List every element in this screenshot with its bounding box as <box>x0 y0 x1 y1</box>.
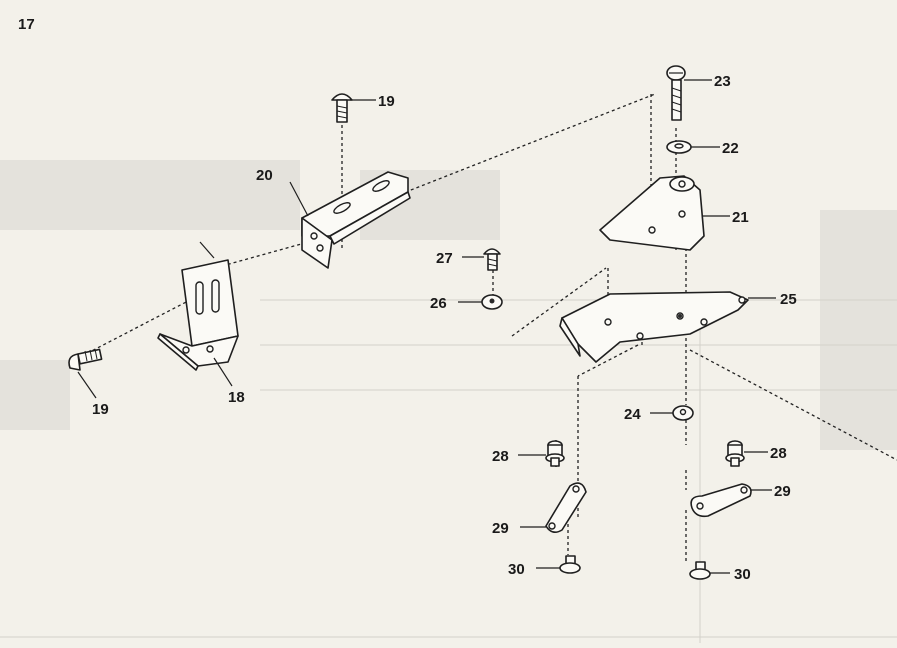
callout-29-left: 29 <box>492 520 509 537</box>
bracket-18 <box>157 259 239 371</box>
screw-27 <box>483 248 501 271</box>
page-number: 17 <box>18 16 35 33</box>
callout-29-right: 29 <box>774 483 791 500</box>
callout-18: 18 <box>228 389 245 406</box>
callout-25: 25 <box>780 291 797 308</box>
link-29-left <box>545 482 587 534</box>
plate-21 <box>599 175 705 251</box>
link-29-right <box>690 483 752 518</box>
callout-labels: 19 20 18 19 23 22 21 25 27 26 24 28 28 2… <box>92 73 797 583</box>
callout-22: 22 <box>722 140 739 157</box>
callout-24: 24 <box>624 406 641 423</box>
bracket-20 <box>301 171 411 269</box>
screw-19-top <box>331 93 353 123</box>
callout-23: 23 <box>714 73 731 90</box>
stud-28-left <box>545 440 565 467</box>
callout-20: 20 <box>256 167 273 184</box>
washer-22 <box>666 140 692 154</box>
callout-21: 21 <box>732 209 749 226</box>
callout-19-left: 19 <box>92 401 109 418</box>
callout-28-right: 28 <box>770 445 787 462</box>
callout-27: 27 <box>436 250 453 267</box>
callout-28-left: 28 <box>492 448 509 465</box>
washer-24 <box>672 405 694 421</box>
screw-19-left <box>68 348 103 371</box>
nut-30-left <box>559 555 581 574</box>
callout-30-right: 30 <box>734 566 751 583</box>
nut-30-right <box>689 561 711 580</box>
washer-26 <box>481 294 503 310</box>
background-watermark <box>0 160 897 643</box>
leader-lines <box>77 79 776 574</box>
callout-30-left: 30 <box>508 561 525 578</box>
callout-19-top: 19 <box>378 93 395 110</box>
plate-25 <box>559 291 749 363</box>
stud-28-right <box>725 440 745 467</box>
callout-26: 26 <box>430 295 447 312</box>
screw-23 <box>666 65 686 121</box>
